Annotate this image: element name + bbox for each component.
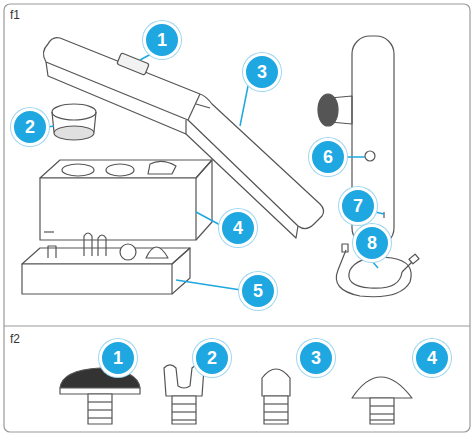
callout-number: 7 — [339, 187, 377, 225]
callout-number: 2 — [11, 108, 49, 146]
callout-number: 6 — [309, 138, 347, 176]
figure-label: f1 — [10, 8, 20, 22]
figure-label: f2 — [10, 332, 20, 346]
callout-number: 2 — [193, 339, 231, 377]
callout-number: 3 — [243, 53, 281, 91]
callout-number: 4 — [219, 209, 257, 247]
callout-number: 3 — [297, 339, 335, 377]
callout-number: 1 — [99, 339, 137, 377]
callout-number: 5 — [239, 272, 277, 310]
callout-number: 8 — [353, 224, 391, 262]
callout-number: 1 — [143, 21, 181, 59]
callout-number: 4 — [413, 339, 451, 377]
